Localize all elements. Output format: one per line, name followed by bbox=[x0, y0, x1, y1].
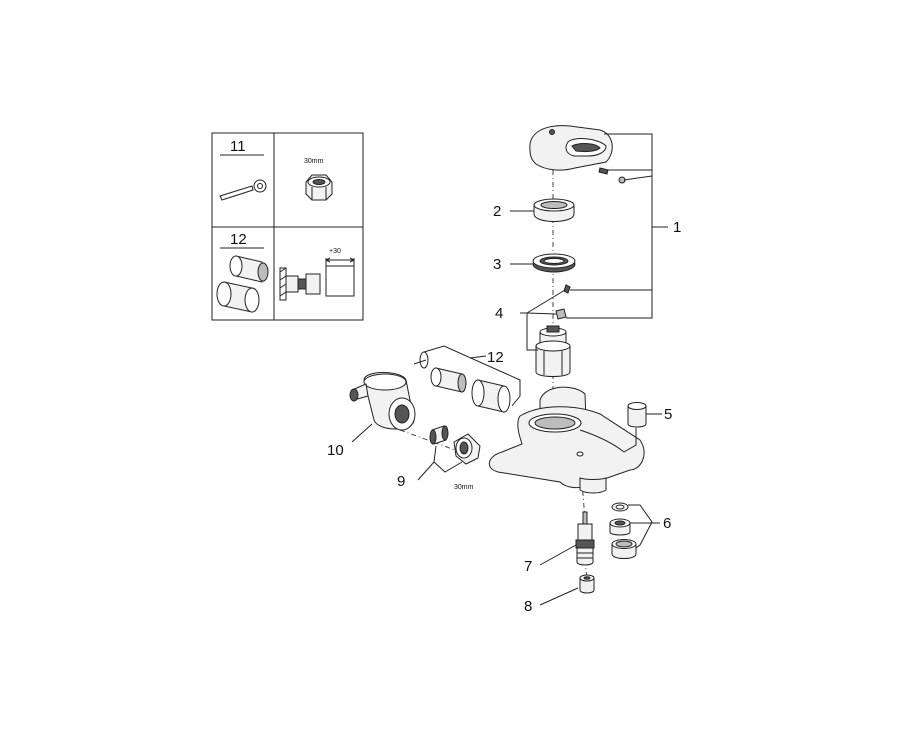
callout-3: 3 bbox=[493, 256, 501, 273]
lock-ring bbox=[532, 253, 576, 273]
callout-9-nut-size: 30mm bbox=[454, 484, 474, 491]
extension-sleeve-icon bbox=[216, 255, 269, 313]
legend-label-11: 11 bbox=[230, 138, 246, 155]
extension-installation-icon bbox=[279, 257, 355, 301]
hex-nut-icon bbox=[305, 174, 333, 201]
legend-nut-size: 30mm bbox=[304, 158, 324, 165]
wrench-icon bbox=[219, 179, 267, 201]
extension-set bbox=[419, 351, 511, 413]
diverter-nut bbox=[579, 574, 595, 594]
legend-label-12: 12 bbox=[230, 231, 247, 248]
callout-1: 1 bbox=[673, 219, 681, 236]
cartridge bbox=[535, 325, 571, 377]
cartridge-screws bbox=[555, 284, 571, 320]
callout-12: 12 bbox=[487, 349, 504, 366]
callout-4: 4 bbox=[495, 305, 503, 322]
lever-handle bbox=[529, 125, 613, 171]
s-union-connector bbox=[349, 372, 416, 431]
diverter bbox=[575, 511, 595, 566]
cap-plug bbox=[627, 402, 647, 428]
callout-5: 5 bbox=[664, 406, 672, 423]
cover-ring bbox=[533, 198, 575, 222]
handle-screws bbox=[598, 167, 626, 184]
callout-2: 2 bbox=[493, 203, 501, 220]
callout-10: 10 bbox=[327, 442, 344, 459]
connector-fitting bbox=[429, 425, 449, 445]
union-nut bbox=[453, 433, 481, 465]
callout-6: 6 bbox=[663, 515, 671, 532]
callout-9: 9 bbox=[397, 473, 405, 490]
legend-box: 11 30mm 12 bbox=[211, 132, 364, 321]
leader-lines bbox=[351, 133, 668, 606]
callout-7: 7 bbox=[524, 558, 532, 575]
aerator-set bbox=[609, 502, 637, 559]
mixer-body bbox=[488, 386, 645, 494]
callout-8: 8 bbox=[524, 598, 532, 615]
legend-extension-value: +30 bbox=[329, 248, 341, 255]
